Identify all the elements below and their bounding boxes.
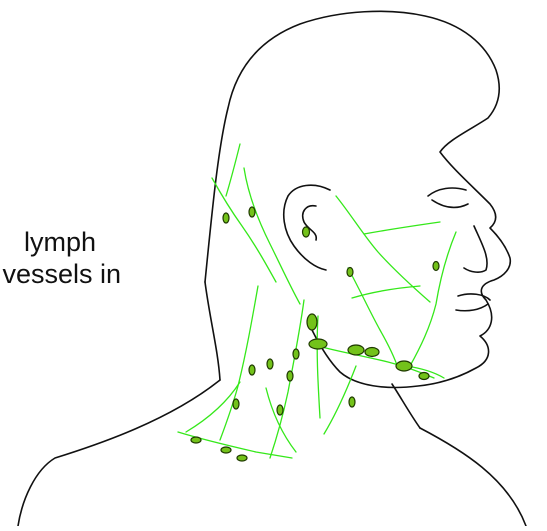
lymph-node	[277, 405, 283, 415]
lymph-node	[303, 227, 310, 237]
shoulder-outline	[18, 380, 220, 526]
vessel-occipital	[212, 178, 276, 282]
vessel-postauricular	[244, 168, 300, 304]
lymph-node	[223, 213, 229, 223]
neck-right-outline	[392, 384, 420, 428]
vessel-crown	[226, 144, 240, 196]
vessel-facial	[410, 232, 456, 366]
lymph-node	[309, 339, 327, 349]
lymph-node	[191, 437, 201, 443]
lymph-node	[221, 447, 231, 453]
lymph-node	[237, 455, 247, 461]
vessel-supraclavicular	[178, 432, 292, 458]
collar-outline	[420, 428, 526, 526]
lymph-node	[249, 365, 255, 375]
lymph-node	[419, 373, 429, 380]
lymph-node	[365, 348, 379, 357]
lymph-node	[396, 361, 412, 371]
lymph-node	[267, 359, 273, 369]
eye-outline	[428, 188, 468, 207]
lymph-node-group	[191, 207, 439, 461]
lymph-node	[347, 268, 353, 277]
lymph-node	[349, 397, 355, 407]
lymph-node	[348, 345, 364, 355]
vessel-posterior-chain	[220, 286, 258, 440]
lymph-node	[233, 399, 239, 409]
lymph-node	[293, 349, 299, 359]
lymph-node	[249, 207, 255, 217]
vessel-jugular-branch	[317, 316, 320, 418]
lymph-vessel-network	[178, 144, 456, 458]
mouth-outline	[456, 294, 490, 311]
neck-left-outline	[205, 282, 220, 380]
caption-line-1: lymph	[0, 226, 220, 258]
vessel-forehead	[364, 222, 440, 234]
lymph-node	[433, 262, 439, 271]
diagram-caption: lymph d vessels in	[0, 226, 220, 290]
lymph-node	[287, 371, 293, 381]
caption-line-2: d vessels in	[0, 258, 220, 290]
nose-outline	[464, 226, 487, 272]
lymph-node	[307, 314, 317, 330]
head-outline	[205, 11, 510, 387]
